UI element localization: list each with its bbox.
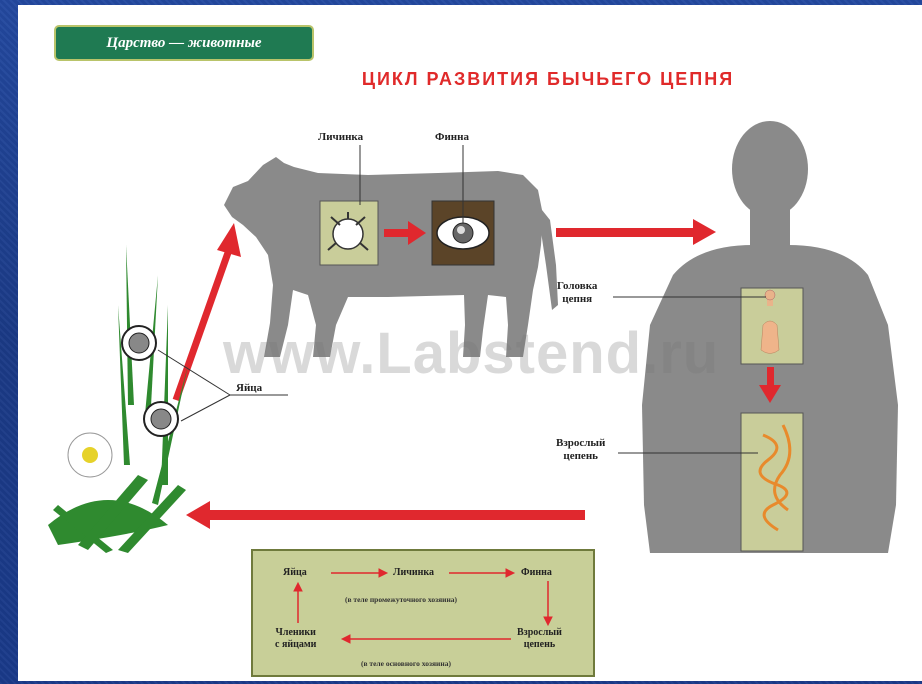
cycle-finna: Финна xyxy=(521,567,552,579)
eggs-leader xyxy=(181,395,230,421)
label-finna: Финна xyxy=(435,131,469,144)
arrow-human-to-plant xyxy=(186,501,585,529)
poster: Царство — животные ЦИКЛ РАЗВИТИЯ БЫЧЬЕГО… xyxy=(18,5,922,681)
label-larva: Личинка xyxy=(318,131,363,144)
grass-plant xyxy=(48,245,188,553)
flower-icon xyxy=(68,433,112,477)
watermark: www.Labstend.ru xyxy=(223,320,719,387)
egg-icon xyxy=(144,402,178,436)
cycle-larva: Личинка xyxy=(393,567,434,579)
cycle-eggs: Яйца xyxy=(283,567,307,579)
cycle-summary-box: Яйца Личинка Финна (в теле промежуточног… xyxy=(251,549,595,677)
cycle-note-intermediate: (в теле промежуточного хозяина) xyxy=(345,595,457,604)
cycle-note-final: (в теле основного хозяина) xyxy=(361,659,451,668)
arrow-cow-to-human xyxy=(556,219,716,245)
egg-icon xyxy=(122,326,156,360)
